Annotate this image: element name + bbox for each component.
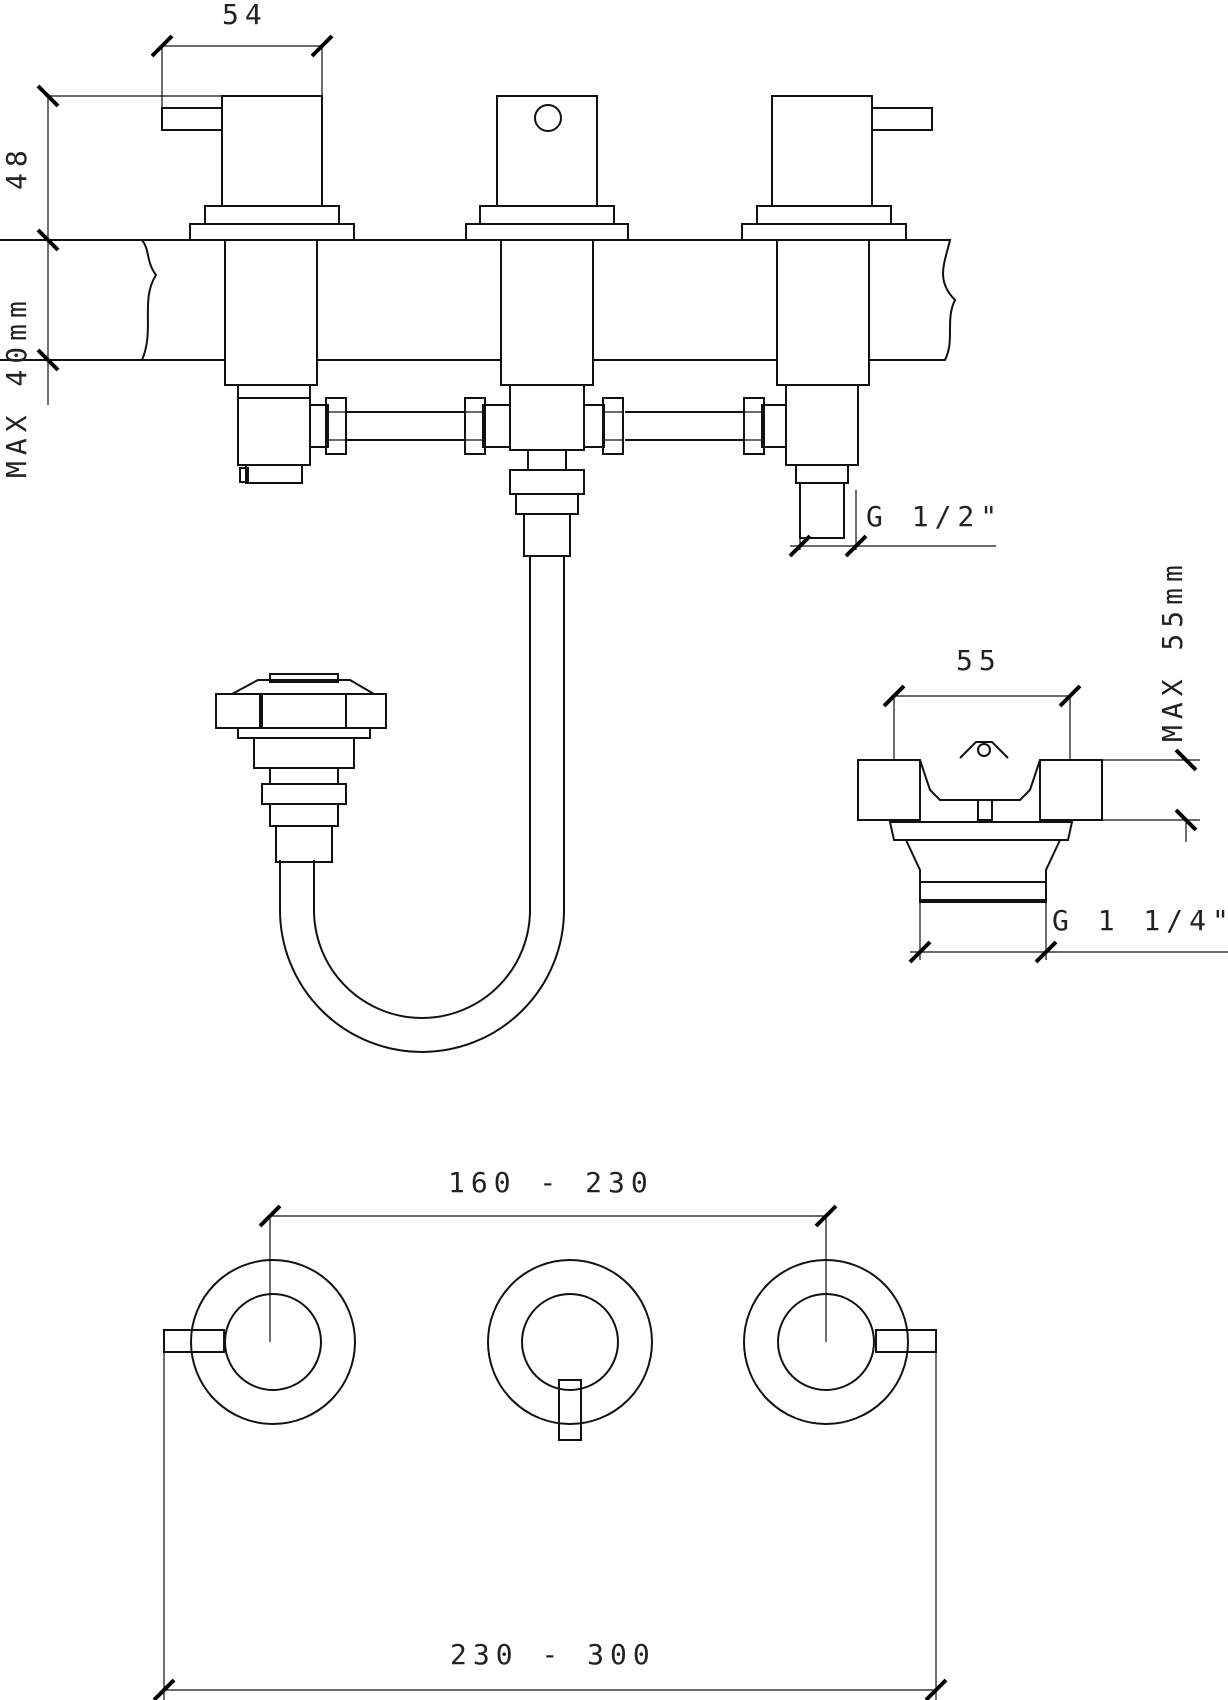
- label-overall-width: 230 - 300: [450, 1638, 656, 1671]
- right-handle-plan: [743, 1259, 937, 1425]
- label-waste-thread: G 1 1/4": [1052, 904, 1228, 937]
- left-handle-body: [161, 95, 355, 484]
- center-body: [465, 95, 629, 557]
- right-handle-body: [741, 95, 933, 539]
- handle-spacing-dimension: [258, 1204, 838, 1342]
- plan-view: [152, 1204, 948, 1700]
- label-handle-width: 54: [222, 0, 268, 31]
- waste-detail-view: [857, 684, 1228, 964]
- label-handle-height: 48: [0, 144, 33, 190]
- center-spout-plan: [487, 1259, 653, 1441]
- flexible-hose: [279, 556, 565, 1053]
- popup-waste-section: [215, 673, 387, 863]
- label-inlet-thread: G 1/2": [866, 500, 1003, 533]
- inlet-thread-dimension: [788, 483, 996, 558]
- label-waste-width: 55: [956, 644, 1002, 677]
- deck-slab: [0, 239, 957, 361]
- label-max-deck-top: MAX 40mm: [0, 295, 33, 478]
- label-max-deck-waste: MAX 55mm: [1156, 559, 1189, 742]
- label-handle-spacing: 160 - 230: [448, 1166, 654, 1199]
- handle-width-dimension: [150, 34, 334, 108]
- deck-section-view: [0, 34, 996, 1053]
- left-vertical-dimensions: [36, 84, 222, 405]
- connecting-pipes: [309, 397, 787, 455]
- center-button-icon: [534, 104, 562, 132]
- left-handle-plan: [163, 1259, 356, 1425]
- overall-width-dimension: [152, 1352, 948, 1700]
